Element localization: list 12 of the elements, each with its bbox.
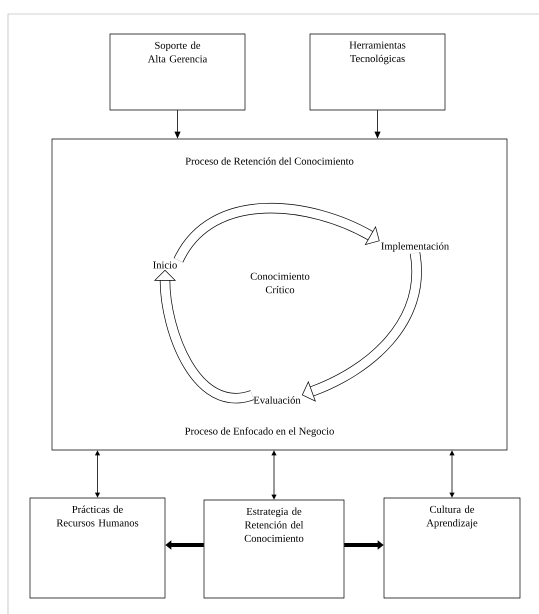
process-box: Prácticas de Recursos Humanos	[30, 498, 166, 598]
arrow	[302, 252, 422, 402]
center-label: Conocimiento Crítico	[250, 272, 310, 294]
process-box: Soporte de Alta Gerencia	[110, 34, 246, 110]
arrow	[174, 203, 380, 263]
process-box: Cultura de Aprendizaje	[384, 498, 520, 598]
stage-label: Evaluación	[254, 396, 300, 404]
stage-label: Inicio	[153, 261, 177, 269]
arrow	[154, 270, 254, 404]
process-box: Estrategia de Retención del Conocimiento	[204, 500, 344, 598]
process-box: Herramientas Tecnológicas	[310, 34, 446, 110]
stage-label: Implementación	[381, 242, 449, 252]
